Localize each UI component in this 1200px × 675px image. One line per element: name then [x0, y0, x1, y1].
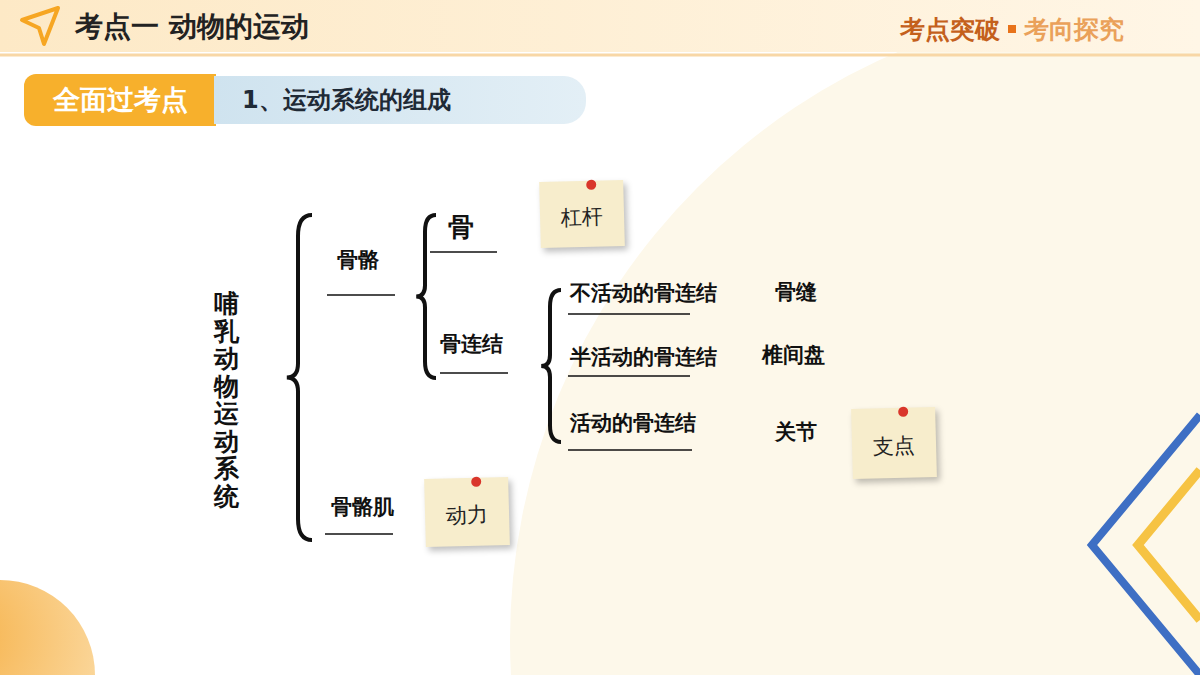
sub-label: 骨连结 — [440, 330, 503, 358]
example-label: 关节 — [775, 418, 817, 446]
corner-orb — [0, 580, 95, 675]
underline — [568, 449, 692, 451]
section-tag: 考点突破 — [900, 13, 1000, 46]
category-label: 骨骼肌 — [331, 493, 394, 521]
underline — [568, 375, 690, 377]
example-label: 椎间盘 — [762, 341, 825, 369]
node-text: 杠杆 — [561, 196, 604, 231]
dot — [1008, 25, 1016, 33]
blue-chevron — [1092, 415, 1200, 675]
node-text: 动力 — [446, 494, 489, 529]
yellow-chevron — [1138, 470, 1200, 620]
underline — [430, 251, 497, 253]
node-text: 1、运动系统的组成 — [242, 84, 451, 116]
topic-band: 1、运动系统的组成 — [214, 76, 586, 124]
pale-circle — [510, 0, 1200, 675]
sticky-note: 支点 — [851, 407, 937, 479]
type-label: 不活动的骨连结 — [570, 279, 717, 307]
type-label: 半活动的骨连结 — [570, 343, 717, 371]
brace — [541, 290, 561, 442]
brace — [287, 215, 312, 540]
example-label: 骨缝 — [775, 278, 817, 306]
pin — [468, 474, 484, 490]
header-rule — [0, 54, 1200, 57]
arrow-icon — [22, 8, 58, 44]
section-tab: 全面过考点 — [24, 74, 216, 126]
pin — [583, 177, 599, 193]
underline — [325, 533, 393, 535]
page-title: 考点一 动物的运动 — [75, 8, 309, 46]
pin — [895, 404, 911, 420]
underline — [327, 294, 395, 296]
node-text: 全面过考点 — [53, 82, 188, 118]
section-tag: 考向探究 — [1024, 13, 1124, 46]
category-label: 骨骼 — [337, 246, 379, 274]
type-label: 活动的骨连结 — [570, 409, 696, 437]
sub-label: 骨 — [448, 210, 474, 245]
header-bar — [0, 0, 1200, 52]
node-text: 支点 — [873, 425, 916, 460]
underline — [568, 313, 690, 315]
sticky-note: 动力 — [424, 477, 510, 547]
brace — [416, 215, 436, 378]
sticky-note: 杠杆 — [539, 180, 625, 248]
underline — [440, 372, 508, 374]
system-title: 哺乳动物运动系统 — [214, 290, 239, 510]
